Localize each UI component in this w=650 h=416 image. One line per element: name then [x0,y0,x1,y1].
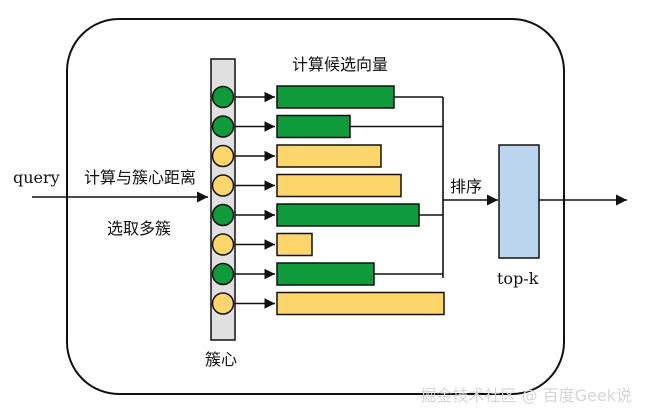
candidate-bar-7 [276,262,375,286]
query-label: query [13,168,60,187]
watermark: 掘金技术社区 @ 百度Geek说 [420,386,632,405]
candidate-bar-5 [276,203,420,227]
compute-candidates-label: 计算候选向量 [292,55,389,74]
centroid-7 [211,262,235,286]
compute-distance-label: 计算与簇心距离 [84,168,197,187]
centroids-label: 簇心 [205,350,238,369]
centroid-4 [211,174,235,197]
centroid-6 [211,233,235,256]
clusters-layer [211,85,445,316]
candidate-bar-1 [276,85,395,109]
candidate-bar-8 [276,291,445,316]
candidate-bar-4 [276,173,402,198]
candidate-bar-2 [276,114,351,139]
centroid-8 [211,292,235,315]
sort-label: 排序 [450,177,483,196]
candidate-bar-6 [276,232,313,257]
topk-label: top-k [497,269,539,288]
candidate-bar-3 [276,144,382,168]
outer-container [66,18,565,395]
centroid-1 [211,85,235,109]
centroid-3 [211,144,235,168]
centroid-2 [211,115,235,138]
topk-box [498,144,540,259]
select-clusters-label: 选取多簇 [107,219,172,238]
centroid-5 [211,203,235,227]
